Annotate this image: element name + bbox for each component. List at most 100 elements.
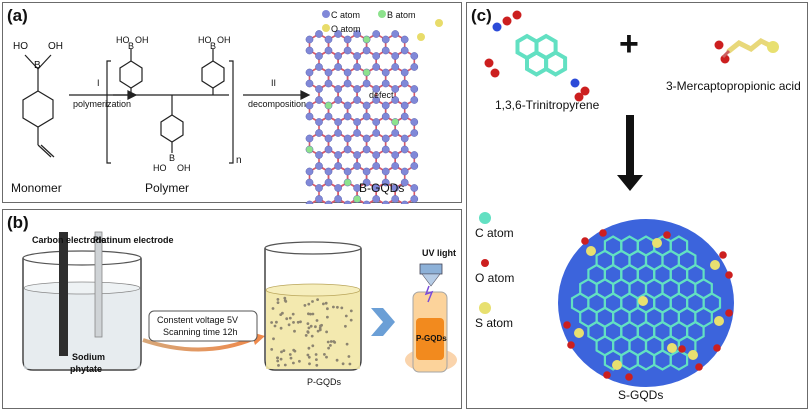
step-one-number: I (97, 78, 100, 88)
lattice-atom (353, 30, 361, 38)
particle (287, 323, 291, 327)
particle (303, 304, 307, 307)
lattice-atom (324, 35, 333, 44)
lattice-atom (400, 167, 409, 176)
b-gqds-label: B-GQDs (359, 181, 405, 195)
particle (276, 301, 280, 304)
step-two-number: II (271, 78, 277, 88)
polymer-atom-oh-3: OH (177, 163, 191, 173)
nitro-atom (490, 68, 500, 78)
particle (320, 323, 323, 327)
lattice-atom (391, 96, 400, 104)
lattice-atom (391, 129, 400, 137)
lattice-atom (315, 129, 323, 137)
lattice-atom (315, 30, 323, 38)
lattice-atom (372, 195, 381, 203)
legend-b-atom: B atom (387, 10, 416, 20)
lattice-atom (372, 30, 381, 38)
nitro-atom (570, 78, 580, 88)
lattice-atom (391, 184, 400, 192)
lattice-atom (343, 200, 352, 204)
particle (280, 350, 283, 354)
lattice-atom (353, 184, 361, 192)
lattice-atom (353, 129, 361, 137)
particle (329, 340, 333, 343)
particle (327, 346, 330, 350)
nitro-atom (502, 16, 512, 26)
lattice-atom (362, 134, 371, 143)
lattice-atom (381, 178, 390, 187)
particle (315, 363, 319, 367)
panel-c-tag: (c) (471, 6, 492, 25)
lattice-atom (343, 79, 352, 88)
particle (311, 312, 315, 316)
particle (314, 325, 317, 329)
lattice-atom (324, 167, 333, 176)
sulfur-atom (612, 360, 622, 370)
lattice-atom (381, 79, 390, 88)
oxygen-atom (567, 341, 575, 349)
particle (347, 355, 351, 358)
particle (315, 319, 319, 322)
lattice-atom (334, 85, 342, 93)
oxygen-atom (603, 371, 611, 379)
lattice-atom (381, 68, 390, 77)
plus-sign: + (619, 25, 639, 63)
oxygen-atom (719, 251, 727, 259)
oxygen-atom (678, 345, 686, 353)
lattice-atom (381, 35, 390, 44)
polymer-atom-ho-3: HO (153, 163, 167, 173)
lattice-atom (343, 68, 352, 77)
nitro-atom (492, 22, 502, 32)
lattice-atom (400, 200, 409, 204)
particle (311, 300, 314, 303)
oxygen-atom (625, 373, 633, 381)
particle (311, 344, 315, 348)
particle (309, 324, 313, 328)
sulfur-atom (574, 328, 584, 338)
lattice-atom (391, 118, 400, 126)
polymer-atom-ho-1: HO (116, 35, 130, 45)
particle (288, 316, 292, 320)
lattice-atom (372, 85, 381, 93)
monomer-atom-b: B (34, 60, 41, 71)
nitro-atom (512, 10, 522, 20)
lattice-atom (305, 167, 314, 176)
condition-time: Scanning time 12h (163, 327, 238, 337)
pgqds-beaker-label: P-GQDs (307, 377, 342, 387)
polymer-atom-b-3: B (169, 153, 176, 163)
particle (322, 302, 325, 306)
oxygen-atom (725, 271, 733, 279)
electrolysis-setup (22, 231, 457, 373)
lattice-atom (305, 134, 314, 143)
lattice-atom (305, 68, 314, 77)
condition-voltage: Constent voltage 5V (157, 315, 239, 325)
particle (273, 324, 277, 328)
lattice-atom (334, 151, 342, 159)
nitro-atom (574, 92, 584, 102)
particle (329, 344, 332, 347)
particle (309, 312, 312, 316)
particle (325, 330, 328, 334)
particle (345, 342, 349, 346)
lattice-atom (410, 96, 419, 104)
particle (283, 296, 287, 300)
particle (316, 298, 319, 301)
particle (332, 305, 335, 309)
particle (341, 362, 345, 366)
lattice-atom (353, 118, 361, 126)
lattice-atom (315, 85, 323, 93)
lattice-atom (400, 68, 409, 77)
lattice-atom (324, 46, 333, 55)
particle (306, 322, 310, 325)
particle (283, 299, 287, 302)
particle (275, 320, 278, 324)
lattice-atom (381, 167, 390, 176)
lattice-atom (353, 96, 361, 104)
particle (316, 329, 320, 333)
lattice-atom (362, 101, 371, 110)
oxygen-atom (695, 363, 703, 371)
lattice-atom (305, 101, 314, 110)
particle (349, 318, 353, 322)
lattice-atom (324, 145, 333, 154)
